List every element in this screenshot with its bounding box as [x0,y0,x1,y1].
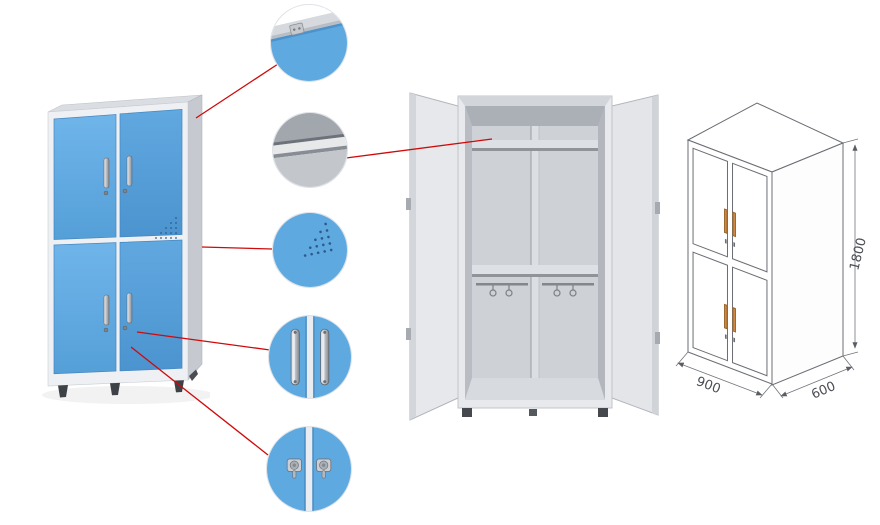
center-divider [530,126,540,378]
handle-left [290,328,300,386]
cabinet-doors [53,109,183,375]
open-cabinet-body [457,95,613,417]
open-cabinet-render [406,92,660,421]
ventilation-holes [155,217,177,239]
top-shelf [472,140,598,151]
door-locks [103,188,128,333]
interior-ceiling [465,106,605,126]
leader-line-vents [201,246,273,250]
open-cabinet-feet [462,408,608,417]
height-dimension-label: 1800 [847,236,870,272]
right-door-latch [655,332,660,344]
interior-right-wall [598,106,605,400]
wireframe-handles [725,209,736,332]
open-right-door [611,94,660,416]
callout-door-handles-detail [268,315,352,399]
dimension-drawing: 1800 900 600 [675,102,870,403]
interior-left-wall [465,106,472,400]
hanging-rails [476,283,594,297]
right-door-latch [655,202,660,214]
callout-cam-locks-detail [266,426,352,512]
cam-locks-detail-icon [267,427,351,511]
wireframe-keyholes [724,238,736,343]
lock-right [316,458,332,479]
door-handles [103,155,133,326]
callout-ventilation-holes-detail [272,212,348,288]
cabinet-side-face [187,94,203,381]
height-dimension: 1800 [842,138,870,357]
handle-right [320,328,330,386]
ventilation-holes-detail-icon [273,213,347,287]
left-door-latch [406,198,411,210]
open-left-door [406,92,459,421]
interior-floor [465,378,605,400]
wireframe-side-face [772,143,843,385]
wireframe-front-face [688,140,772,384]
top-corner-hinge-detail-icon [271,5,347,81]
lock-left [286,458,302,479]
left-door-latch [406,328,411,340]
callout-interior-shelf-detail [272,112,348,188]
door-handles-detail-icon [269,316,351,398]
interior-shelf-detail-icon [273,113,347,187]
closed-cabinet-render [42,94,210,404]
callout-top-corner-detail [270,4,348,82]
width-dimension-label: 900 [694,374,723,397]
middle-shelf [472,265,598,277]
